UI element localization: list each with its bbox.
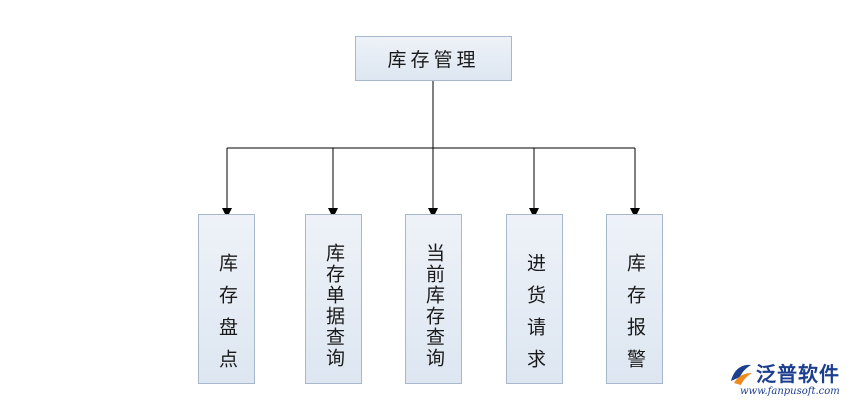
child-node-label: 库存盘点 [216,253,238,381]
child-node-stock-alarm: 库存报警 [606,214,663,384]
child-node-label: 库存单据查询 [323,243,345,369]
child-node-purchase-request: 进货请求 [506,214,563,384]
brand-name: 泛普软件 [756,362,840,386]
child-node-label: 进货请求 [524,253,546,381]
child-node-label: 当前库存查询 [423,243,445,369]
child-node-inventory-count: 库存盘点 [198,214,255,384]
child-node-document-query: 库存单据查询 [305,214,362,384]
child-node-current-stock-query: 当前库存查询 [405,214,462,384]
root-node-label: 库存管理 [387,49,480,71]
brand-url: www.fanpusoft.com [740,386,840,397]
child-node-label: 库存报警 [624,253,646,381]
fanpu-logo-icon [731,364,752,385]
fanpu-watermark-logo: 泛普软件 www.fanpusoft.com [728,358,852,400]
root-node: 库存管理 [355,36,512,81]
